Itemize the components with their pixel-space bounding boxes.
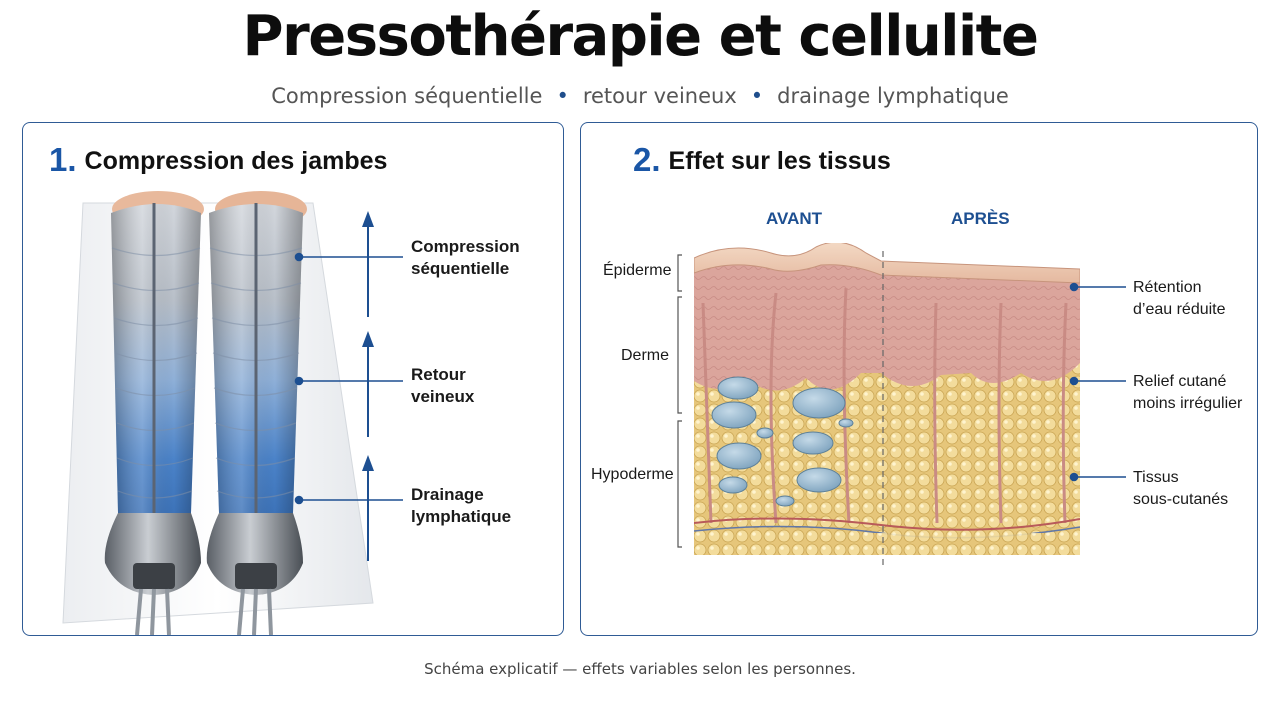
subtitle-separator-1: •: [556, 84, 569, 108]
tissue-effect-panel: 2.Effet sur les tissus AVANT APRÈS: [580, 122, 1258, 636]
panel-right-number: 2.: [633, 141, 661, 178]
footnote: Schéma explicatif — effets variables sel…: [424, 660, 856, 678]
layer-brackets: [677, 254, 682, 548]
leg-compression-illustration: [62, 191, 403, 635]
column-before: AVANT: [766, 209, 823, 228]
layer-label-hypodermis: Hypoderme: [591, 466, 674, 483]
panel-left-heading: 1.Compression des jambes: [49, 141, 387, 179]
subtitle-separator-2: •: [750, 84, 764, 108]
layer-label-epidermis: Épiderme: [603, 262, 672, 279]
skin-cross-section: [677, 243, 1126, 569]
panel-right-title: Effet sur les tissus: [668, 147, 891, 175]
subtitle-item-2: retour veineux: [582, 84, 737, 108]
subtitle-item-1: Compression séquentielle: [271, 84, 543, 108]
layer-label-dermis: Derme: [621, 347, 670, 364]
callout-leaders: [294, 252, 403, 505]
tissue-callout-leaders: [1069, 282, 1126, 482]
page-title: Pressothérapie et cellulite: [242, 4, 1039, 69]
panel-left-title: Compression des jambes: [84, 147, 388, 175]
panel-right-heading: 2.Effet sur les tissus: [633, 141, 891, 179]
flow-arrows: [362, 211, 374, 561]
water-droplets: [711, 376, 854, 507]
leg-compression-panel: 1.Compression des jambes: [22, 122, 564, 636]
panel-left-number: 1.: [49, 141, 77, 178]
right-sleeve: [206, 203, 303, 635]
column-after: APRÈS: [951, 209, 1010, 228]
page-subtitle: Compression séquentielle • retour veineux •…: [0, 84, 1280, 108]
subtitle-item-3: drainage lymphatique: [777, 84, 1009, 108]
left-sleeve: [104, 203, 201, 635]
